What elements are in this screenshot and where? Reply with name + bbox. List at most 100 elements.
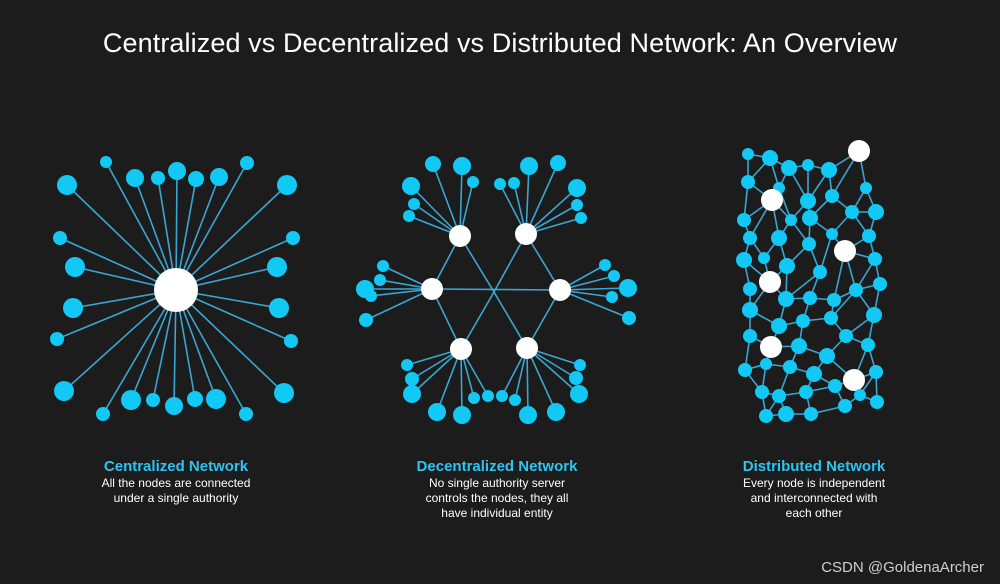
- distributed-node: [825, 189, 839, 203]
- distributed-node: [738, 363, 752, 377]
- distributed-node: [758, 252, 770, 264]
- centralized-node: [240, 156, 254, 170]
- decentralized-link: [559, 289, 630, 319]
- decentralized-node: [408, 198, 420, 210]
- distributed-node: [849, 283, 863, 297]
- distributed-node: [804, 407, 818, 421]
- decentralized-node: [494, 178, 506, 190]
- distributed-node: [868, 252, 882, 266]
- distributed-node: [803, 291, 817, 305]
- distributed-node: [839, 329, 853, 343]
- centralized-link: [63, 289, 177, 392]
- decentralized-hub-node: [549, 279, 571, 301]
- centralized-link: [105, 161, 177, 291]
- decentralized-node: [569, 371, 583, 385]
- centralized-node: [151, 171, 165, 185]
- distributed-node: [802, 159, 814, 171]
- distributed-node: [743, 231, 757, 245]
- distributed-node: [868, 204, 884, 220]
- centralized-node: [269, 298, 289, 318]
- centralized-node: [286, 231, 300, 245]
- distributed-node: [813, 265, 827, 279]
- decentralized-node: [377, 260, 389, 272]
- decentralized-node: [568, 179, 586, 197]
- distributed-description-line-2: and interconnected with: [750, 491, 878, 505]
- decentralized-node: [622, 311, 636, 325]
- centralized-node: [57, 175, 77, 195]
- distributed-description-line-1: Every node is independent: [742, 476, 886, 490]
- distributed-node: [771, 230, 787, 246]
- distributed-node: [861, 338, 875, 352]
- distributed-node: [742, 302, 758, 318]
- centralized-node: [267, 257, 287, 277]
- decentralized-node: [453, 406, 471, 424]
- decentralized-node: [520, 157, 538, 175]
- decentralized-node: [496, 390, 508, 402]
- distributed-node: [826, 228, 838, 240]
- decentralized-link: [460, 348, 463, 416]
- distributed-node: [824, 311, 838, 325]
- decentralized-node: [619, 279, 637, 297]
- decentralized-node: [574, 359, 586, 371]
- decentralized-node: [403, 385, 421, 403]
- distributed-independent-node: [848, 140, 870, 162]
- distributed-node: [781, 160, 797, 176]
- centralized-description-line-1: All the nodes are connected: [101, 476, 251, 490]
- centralized-node: [277, 175, 297, 195]
- distributed-node: [806, 366, 822, 382]
- centralized-description-line-2: under a single authority: [113, 491, 239, 505]
- decentralized-link: [411, 348, 462, 395]
- distributed-node: [778, 291, 794, 307]
- distributed-node: [802, 210, 818, 226]
- decentralized-node: [608, 270, 620, 282]
- decentralized-node: [606, 291, 618, 303]
- distributed-node: [760, 358, 772, 370]
- centralized-node: [121, 390, 141, 410]
- centralized-node: [96, 407, 110, 421]
- decentralized-link: [559, 287, 629, 291]
- distributed-node: [828, 379, 842, 393]
- distributed-node: [860, 182, 872, 194]
- decentralized-node: [519, 406, 537, 424]
- centralized-title: Centralized Network: [103, 458, 249, 475]
- decentralized-node: [547, 403, 565, 421]
- centralized-node: [100, 156, 112, 168]
- distributed-node: [743, 329, 757, 343]
- distributed-node: [742, 148, 754, 160]
- distributed-node: [771, 318, 787, 334]
- distributed-node: [866, 307, 882, 323]
- distributed-node: [778, 406, 794, 422]
- centralized-node: [206, 389, 226, 409]
- distributed-node: [870, 395, 884, 409]
- distributed-node: [873, 277, 887, 291]
- distributed-node: [736, 252, 752, 268]
- decentralized-node: [359, 313, 373, 327]
- decentralized-node: [570, 385, 588, 403]
- page-title: Centralized vs Decentralized vs Distribu…: [102, 28, 898, 58]
- decentralized-node: [425, 156, 441, 172]
- distributed-node: [762, 150, 778, 166]
- distributed-node: [838, 399, 852, 413]
- centralized-node: [54, 381, 74, 401]
- centralized-node: [168, 162, 186, 180]
- distributed-node: [800, 193, 816, 209]
- centralized-node: [210, 168, 228, 186]
- decentralized-hub-link: [431, 288, 561, 291]
- centralized-node: [274, 383, 294, 403]
- distributed-independent-node: [843, 369, 865, 391]
- distributed-independent-node: [834, 240, 856, 262]
- centralized-hub-node: [154, 268, 198, 312]
- decentralized-node: [453, 157, 471, 175]
- distributed-node: [783, 360, 797, 374]
- distributed-caption: Distributed Network Every node is indepe…: [684, 458, 944, 521]
- watermark: CSDN @GoldenaArcher: [821, 559, 984, 576]
- centralized-node: [239, 407, 253, 421]
- network-nodes: [50, 140, 887, 424]
- distributed-node: [779, 258, 795, 274]
- centralized-link: [175, 289, 247, 415]
- distributed-node: [862, 229, 876, 243]
- decentralized-node: [468, 392, 480, 404]
- centralized-node: [63, 298, 83, 318]
